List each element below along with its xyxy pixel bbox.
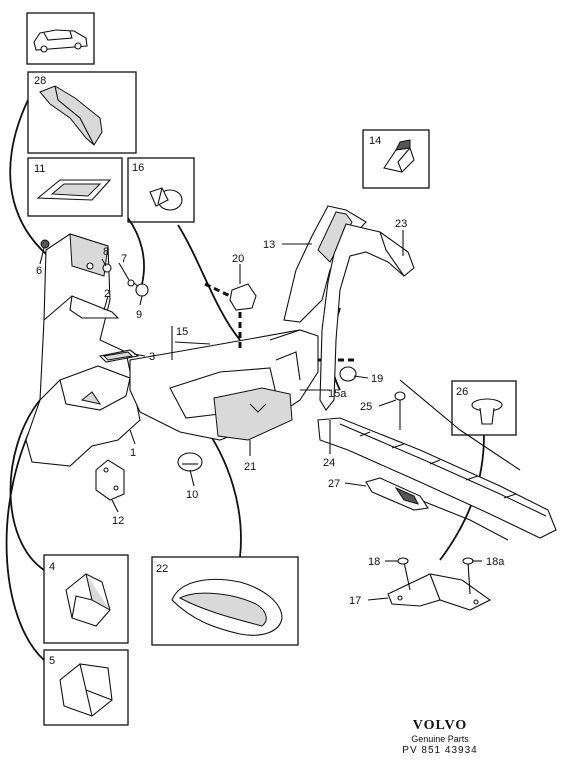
car-thumbnail xyxy=(26,12,95,65)
brand-tagline: Genuine Parts xyxy=(411,734,469,744)
callout-9: 9 xyxy=(136,309,142,321)
callout-23: 23 xyxy=(395,218,407,230)
callout-21: 21 xyxy=(244,461,256,473)
callout-13: 13 xyxy=(263,239,275,251)
c-pillar-trim xyxy=(25,233,141,467)
callout-24: 24 xyxy=(323,457,335,469)
part-code: PV 851 43934 xyxy=(402,745,478,756)
callout-20: 20 xyxy=(232,253,244,265)
box-4 xyxy=(43,554,129,644)
part-25 xyxy=(394,391,406,430)
small-fasteners xyxy=(40,239,149,297)
b-pillar-trim xyxy=(283,205,415,411)
box-5 xyxy=(43,649,129,726)
callout-17: 17 xyxy=(349,595,361,607)
callout-14: 14 xyxy=(369,135,381,147)
box-22 xyxy=(151,556,299,646)
callout-2: 2 xyxy=(104,288,110,300)
callout-15a: 15a xyxy=(328,388,347,400)
callout-15: 15 xyxy=(176,326,188,338)
callout-7: 7 xyxy=(121,253,127,265)
callout-18: 18 xyxy=(368,556,380,568)
callout-labels: 28 11 16 14 26 4 5 22 6 8 7 2 9 15 3 1 1… xyxy=(34,75,505,667)
part-3 xyxy=(98,349,140,363)
part-19 xyxy=(318,358,357,382)
rear-side-panel xyxy=(129,329,319,441)
brand-block: VOLVO Genuine Parts PV 851 43934 xyxy=(385,718,495,757)
part-10 xyxy=(177,452,203,472)
callout-16: 16 xyxy=(132,162,144,174)
leader-lines xyxy=(39,230,482,601)
box-16 xyxy=(127,157,195,223)
callout-10: 10 xyxy=(186,489,198,501)
callout-19: 19 xyxy=(371,373,383,385)
callout-27: 27 xyxy=(328,478,340,490)
callout-28: 28 xyxy=(34,75,46,87)
box-28 xyxy=(27,71,137,154)
callout-26: 26 xyxy=(456,386,468,398)
bracket-17 xyxy=(387,557,492,611)
part-27 xyxy=(365,477,429,511)
box-14 xyxy=(362,129,430,189)
callout-22: 22 xyxy=(156,563,168,575)
sill-moulding xyxy=(317,379,557,541)
callout-12: 12 xyxy=(112,515,124,527)
callout-3: 3 xyxy=(149,351,155,363)
callout-1: 1 xyxy=(130,447,136,459)
box-26 xyxy=(451,380,517,436)
callout-6: 6 xyxy=(36,265,42,277)
callout-11: 11 xyxy=(34,163,45,175)
part-12 xyxy=(95,459,125,501)
callout-4: 4 xyxy=(49,561,55,573)
volvo-logo: VOLVO xyxy=(412,718,468,733)
callout-8: 8 xyxy=(103,246,109,258)
callout-25: 25 xyxy=(360,401,372,413)
part-20 xyxy=(204,282,257,350)
callout-18a: 18a xyxy=(486,556,505,568)
box-11 xyxy=(27,157,123,217)
callout-5: 5 xyxy=(49,655,55,667)
